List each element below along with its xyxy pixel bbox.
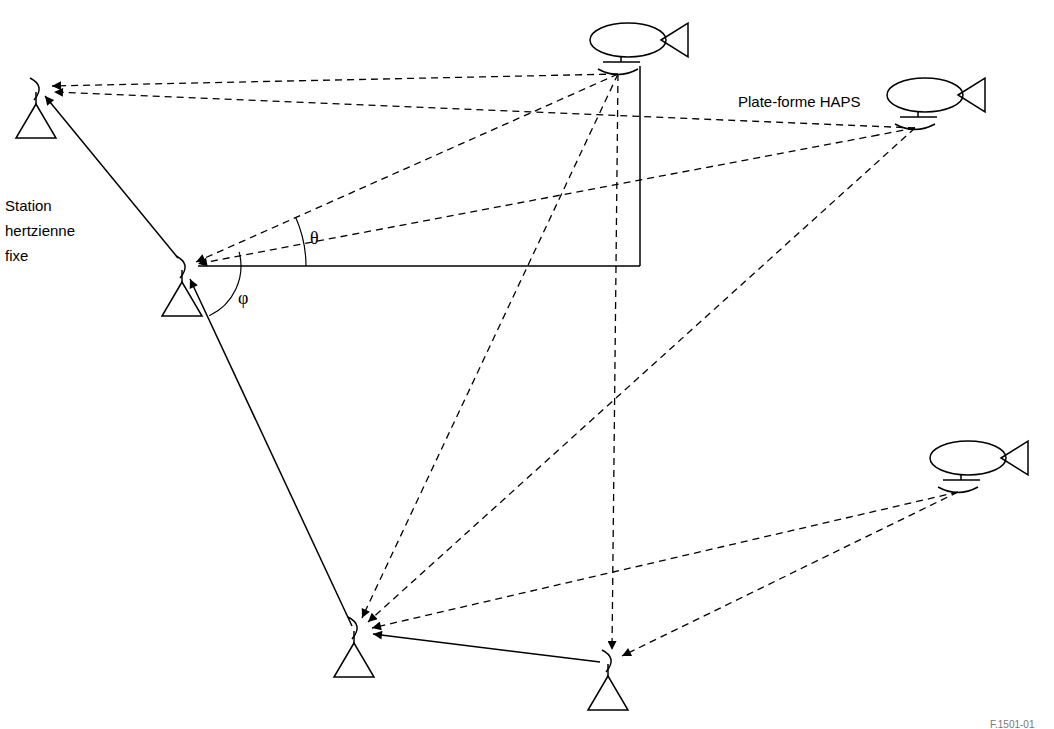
- fixed-link: [190, 279, 352, 626]
- haps-airship: [887, 78, 985, 130]
- reference-line: [198, 66, 640, 266]
- node-outline: [160, 248, 198, 318]
- interference-line: [368, 128, 915, 622]
- reference-line: [198, 265, 640, 267]
- fixed-station: Station hertzienne fixe: [160, 248, 198, 318]
- angle-arc: [209, 217, 306, 316]
- station-symbol: [176, 256, 185, 278]
- fixed-station: [16, 78, 56, 138]
- fixed-station: [30, 78, 39, 100]
- fixed-link: [45, 96, 600, 662]
- station-symbol: [162, 282, 202, 316]
- fixed-station: [602, 650, 611, 672]
- angle-label: φ: [238, 288, 248, 308]
- interference-link: [198, 135, 878, 264]
- interference-line: [622, 492, 958, 656]
- fixed-station: [588, 676, 628, 710]
- figure-reference: F.1501-01: [990, 714, 1034, 729]
- interference-line: [362, 74, 618, 618]
- fixed-station: [334, 617, 374, 677]
- angle-label: θ: [310, 228, 319, 248]
- angle-arc: [209, 252, 241, 316]
- fixed-station: [334, 643, 374, 677]
- fixed-link: [373, 634, 600, 662]
- haps-airship: [958, 78, 985, 112]
- interference-line: [52, 74, 618, 86]
- haps-airship: [938, 487, 978, 493]
- interference-line: [612, 74, 618, 650]
- haps-airship: [930, 441, 1028, 493]
- angle-label: φ: [238, 288, 248, 308]
- interference-line: [372, 492, 958, 628]
- fixed-station: [16, 104, 56, 138]
- reference-line: [639, 66, 641, 266]
- haps-airship: [943, 479, 980, 481]
- haps-airship: [590, 23, 666, 57]
- interference-line: [196, 74, 618, 262]
- haps-platform: Plate-forme HAPS: [735, 75, 990, 135]
- figure-reference: F.1501-01: [990, 719, 1034, 729]
- node-label: Station hertzienne fixe: [5, 193, 100, 268]
- interference-line: [52, 74, 958, 656]
- angle-arc: [296, 217, 306, 266]
- fixed-station: [588, 650, 628, 710]
- node-label: Plate-forme HAPS: [738, 89, 861, 114]
- haps-airship: [930, 441, 1006, 475]
- haps-airship: [1001, 441, 1028, 475]
- haps-airship: [603, 61, 640, 63]
- haps-airship: [887, 78, 963, 112]
- haps-airship: [895, 124, 935, 130]
- haps-airship: [661, 23, 688, 57]
- haps-airship: [900, 116, 937, 118]
- interference-link: [198, 128, 915, 264]
- angle-label: θ: [310, 228, 319, 248]
- haps-airship: [590, 23, 688, 75]
- station-symbol: [162, 256, 202, 316]
